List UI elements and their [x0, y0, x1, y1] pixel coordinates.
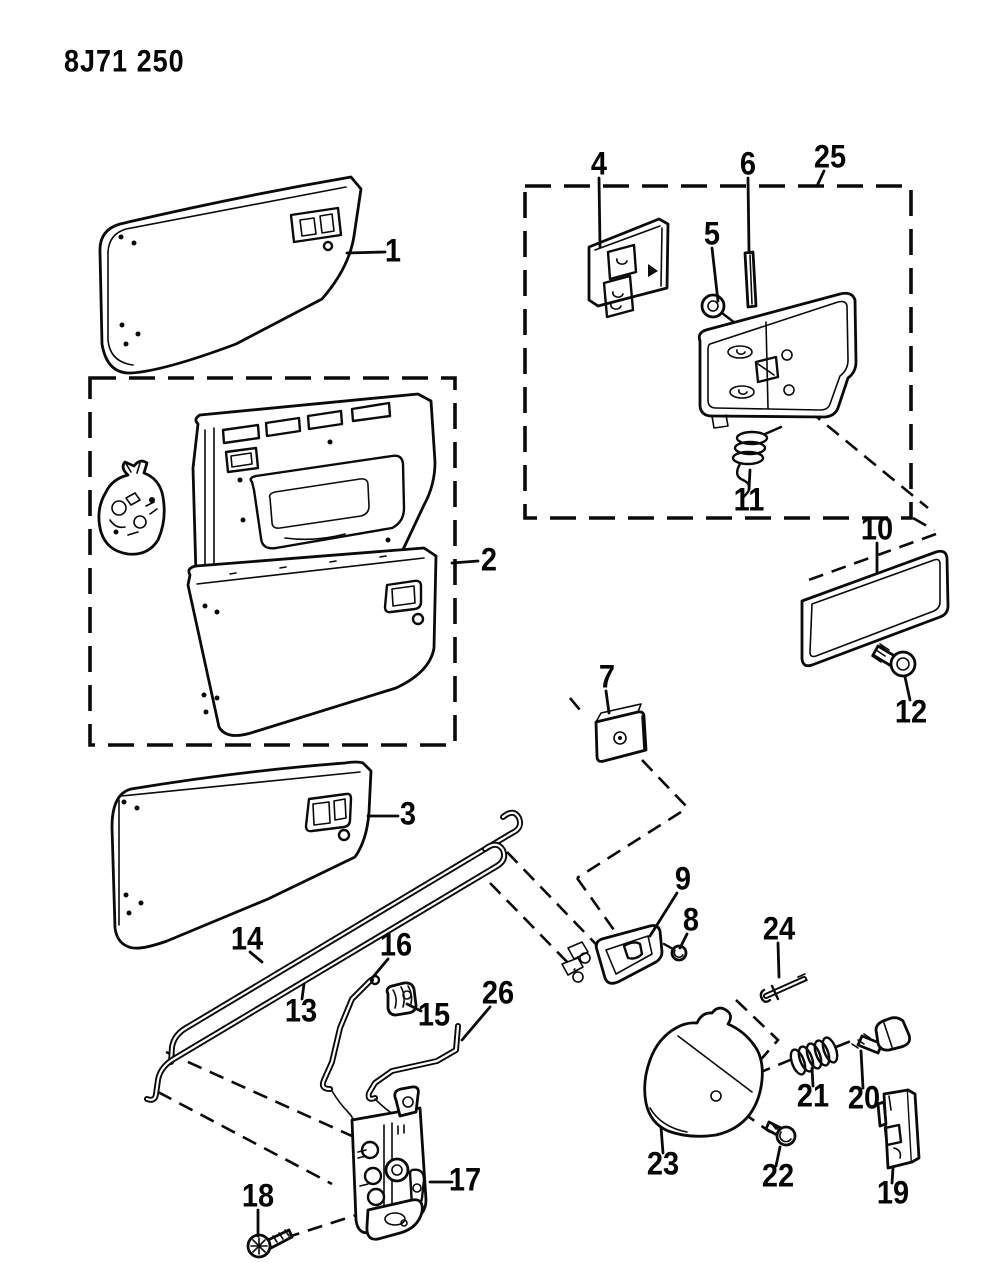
- inner-handle-9: [561, 924, 664, 985]
- front-door-lower-panel: [186, 546, 438, 737]
- callout-24: 24: [762, 911, 796, 948]
- handle-group-box: [523, 184, 913, 520]
- callout-5: 5: [703, 216, 721, 253]
- outer-handle-housing: [697, 291, 858, 429]
- door-trim-panel-1: [98, 175, 363, 375]
- callout-25: 25: [813, 139, 847, 176]
- lock-rod-13: [144, 841, 508, 1103]
- callout-2: 2: [480, 542, 498, 579]
- retainer-pin-6: [743, 250, 758, 309]
- callout-13: 13: [284, 993, 318, 1030]
- callout-16: 16: [379, 927, 413, 964]
- callout-11: 11: [733, 482, 765, 519]
- callout-20: 20: [847, 1080, 881, 1117]
- cylinder-spring-21: [789, 1036, 839, 1076]
- handle-gasket-10: [800, 549, 950, 668]
- callout-10: 10: [860, 511, 894, 548]
- callout-12: 12: [894, 694, 928, 731]
- inner-door-panel: [191, 392, 437, 591]
- callout-17: 17: [448, 1162, 482, 1199]
- callout-9: 9: [674, 861, 692, 898]
- callout-1: 1: [384, 233, 402, 270]
- latch-screw-18: [246, 1228, 294, 1259]
- lock-rod-14: [168, 809, 524, 1065]
- door-trim-panel-3: [110, 760, 373, 950]
- lock-boot-23: [643, 1006, 764, 1138]
- handle-screw-12: [871, 643, 917, 678]
- callout-19: 19: [876, 1175, 910, 1212]
- callout-7: 7: [598, 659, 616, 696]
- cylinder-retainer-pin-24: [759, 973, 808, 1003]
- callout-6: 6: [739, 146, 757, 183]
- door-latch-17: [350, 1085, 428, 1241]
- hardware-bag-icon: [97, 459, 166, 556]
- callout-26: 26: [481, 975, 515, 1012]
- boot-screw-22: [764, 1120, 797, 1147]
- rod-clip-15: [385, 981, 418, 1017]
- j-clip-7: [594, 703, 648, 763]
- leader-lines: [248, 169, 912, 1238]
- callout-22: 22: [761, 1158, 795, 1195]
- callout-14: 14: [230, 921, 264, 958]
- callout-8: 8: [682, 902, 700, 939]
- callout-21: 21: [796, 1078, 830, 1115]
- callout-3: 3: [399, 796, 417, 833]
- striker-bracket-19: [876, 1088, 921, 1170]
- cylinder-screw-20: [851, 1016, 912, 1055]
- callout-23: 23: [646, 1146, 680, 1183]
- handle-screw-8: [662, 942, 688, 962]
- callout-15: 15: [417, 997, 451, 1034]
- callout-18: 18: [241, 1178, 275, 1215]
- figure-code: 8J71 250: [64, 44, 185, 79]
- callout-4: 4: [590, 146, 608, 183]
- mounting-bracket-4: [587, 217, 670, 319]
